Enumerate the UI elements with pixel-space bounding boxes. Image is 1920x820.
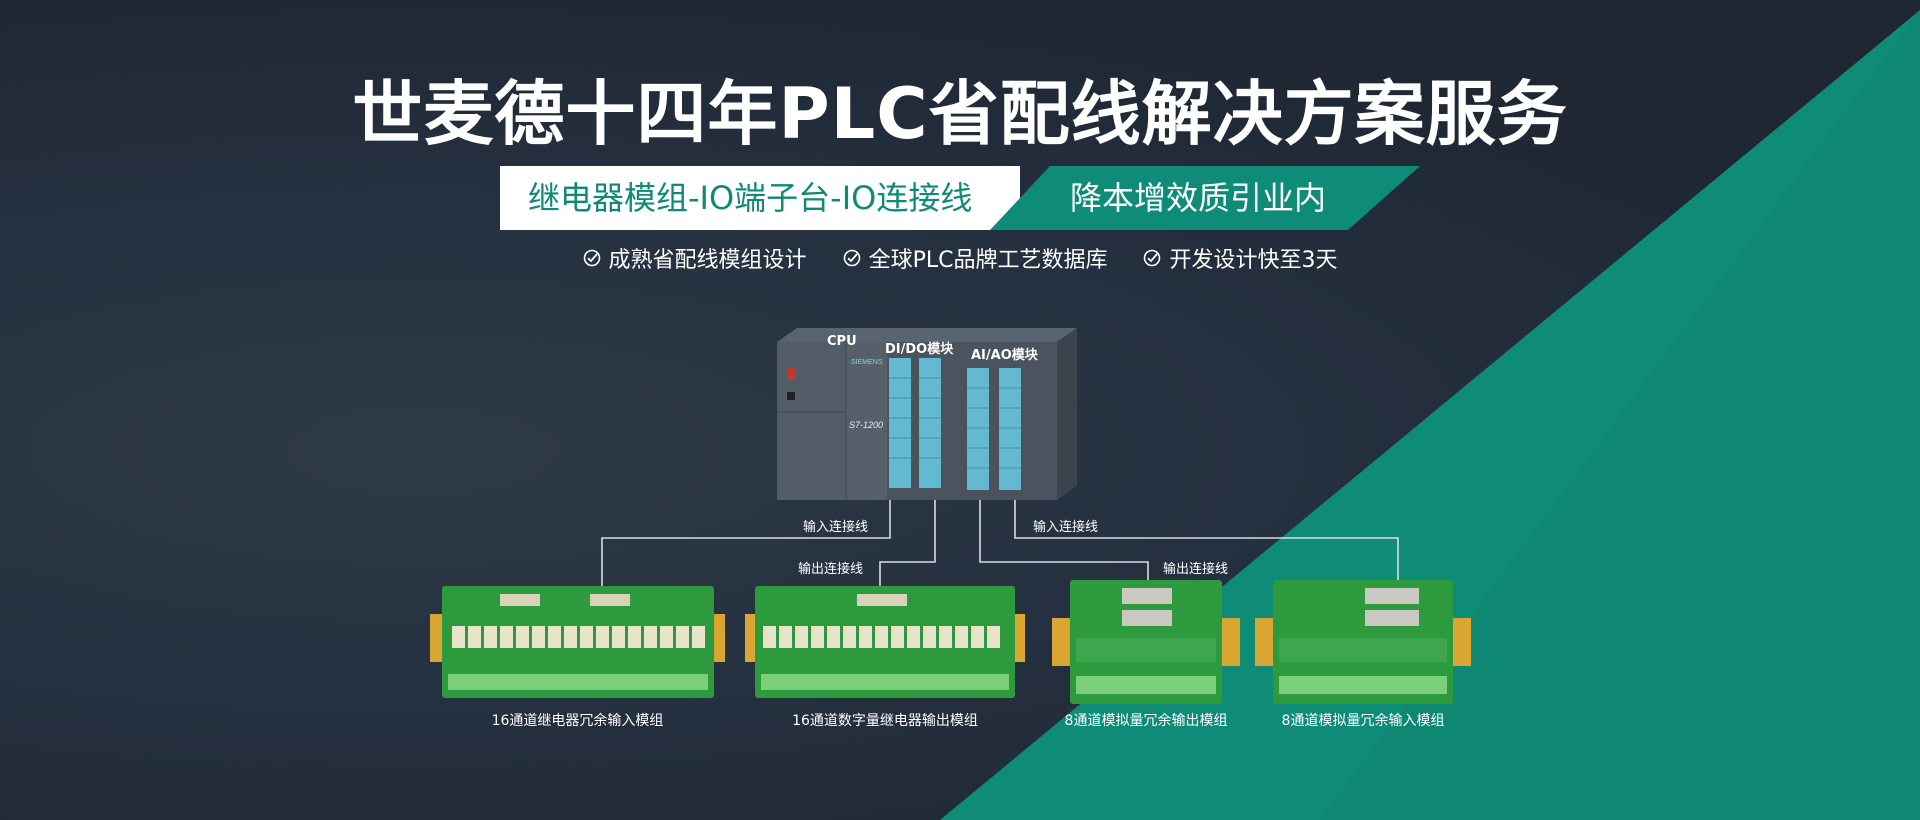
plc-model: S7-1200 <box>849 420 883 430</box>
check-circle-icon <box>1144 249 1161 267</box>
check-circle-icon <box>843 249 860 267</box>
relay-output-module-image <box>745 586 1025 698</box>
tagline-slogan: 降本增效质引业内 <box>990 166 1420 230</box>
module-caption: 16通道数字量继电器输出模组 <box>792 713 978 729</box>
feature-list: 成熟省配线模组设计 全球PLC品牌工艺数据库 开发设计快至3天 <box>0 242 1920 274</box>
relay-input-module-image <box>430 586 725 698</box>
page-title: 世麦德十四年PLC省配线解决方案服务 <box>352 73 1568 155</box>
feature-item: 成熟省配线模组设计 <box>583 242 807 274</box>
module-caption: 8通道模拟量冗余输出模组 <box>1064 713 1228 729</box>
feature-text: 全球PLC品牌工艺数据库 <box>868 248 1108 273</box>
plc-brand: SIEMENS <box>851 359 883 366</box>
module-caption: 8通道模拟量冗余输入模组 <box>1281 713 1445 729</box>
feature-text: 开发设计快至3天 <box>1169 248 1338 273</box>
connection-label: 输入连接线 <box>803 520 869 535</box>
tagline-bar: 继电器模组-IO端子台-IO连接线 降本增效质引业内 <box>500 166 1420 230</box>
plc-controller: SIEMENS S7-1200 <box>777 328 1077 500</box>
connection-label: 输出连接线 <box>798 562 864 577</box>
plc-label-cpu: CPU <box>827 334 857 349</box>
check-circle-icon <box>583 249 600 267</box>
connection-label: 输出连接线 <box>1163 562 1229 577</box>
feature-item: 全球PLC品牌工艺数据库 <box>843 242 1108 274</box>
feature-item: 开发设计快至3天 <box>1143 242 1337 274</box>
module-caption: 16通道继电器冗余输入模组 <box>491 713 664 729</box>
plc-label-dido: DI/DO模块 <box>885 342 954 357</box>
tagline-products: 继电器模组-IO端子台-IO连接线 <box>500 166 1020 230</box>
connection-label: 输入连接线 <box>1033 520 1099 535</box>
feature-text: 成熟省配线模组设计 <box>608 248 807 273</box>
plc-label-aiao: AI/AO模块 <box>971 348 1038 363</box>
analog-input-module-image <box>1255 580 1471 704</box>
analog-output-module-image <box>1052 580 1240 704</box>
